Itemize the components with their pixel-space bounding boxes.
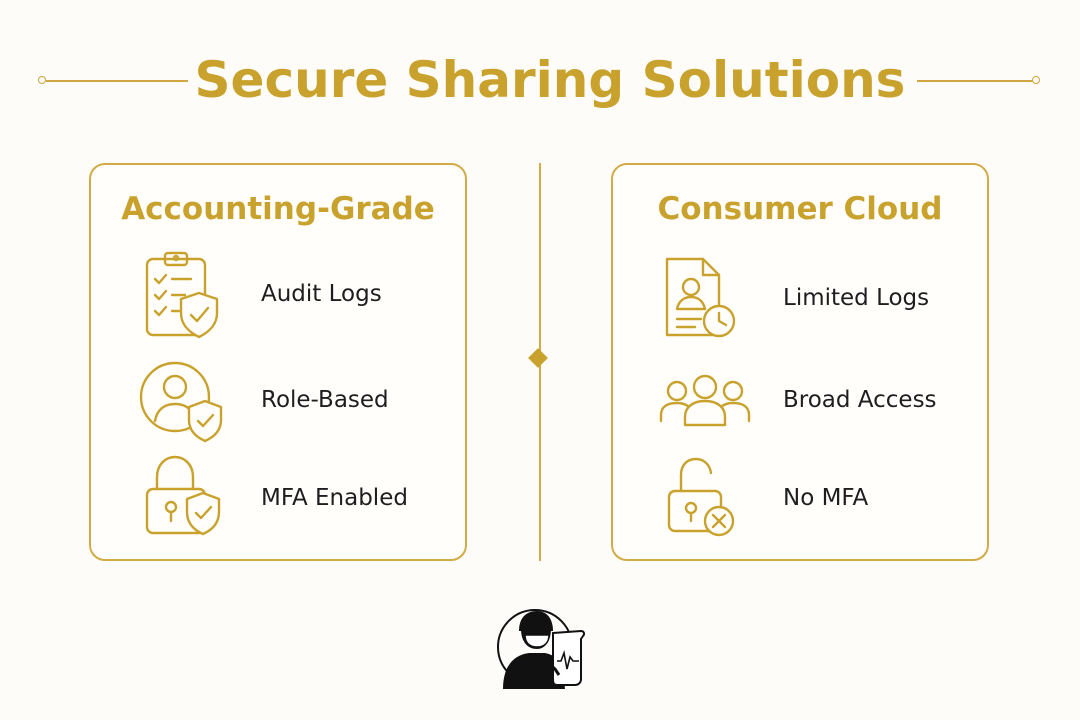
title-rule-left — [46, 80, 188, 82]
feature-label: Audit Logs — [261, 281, 382, 307]
panel-consumer-cloud: Consumer Cloud Limited Logs — [611, 163, 989, 561]
feature-label: Role-Based — [261, 387, 389, 413]
unlocked-x-icon — [657, 453, 753, 549]
group-icon — [657, 355, 753, 451]
user-shield-icon — [135, 355, 231, 451]
feature-item: Limited Logs — [657, 253, 977, 349]
clipboard-shield-icon — [135, 249, 231, 345]
title-row: Secure Sharing Solutions — [0, 42, 1080, 118]
feature-item: Audit Logs — [135, 249, 455, 345]
feature-label: No MFA — [783, 485, 869, 511]
panel-accounting-grade: Accounting-Grade Audit Logs — [89, 163, 467, 561]
title-rule-dot-left — [38, 76, 46, 84]
brand-logo — [495, 603, 587, 691]
title-rule-dot-right — [1032, 76, 1040, 84]
page-title: Secure Sharing Solutions — [194, 51, 906, 109]
title-rule-right — [917, 80, 1035, 82]
document-clock-icon — [657, 253, 753, 349]
feature-label: MFA Enabled — [261, 485, 408, 511]
panel-heading: Consumer Cloud — [657, 191, 943, 227]
divider-diamond — [528, 348, 548, 368]
lock-shield-icon — [135, 453, 231, 549]
panel-heading: Accounting-Grade — [121, 191, 435, 227]
feature-label: Limited Logs — [783, 285, 930, 311]
feature-item: MFA Enabled — [135, 453, 455, 549]
feature-item: No MFA — [657, 453, 977, 549]
feature-item: Role-Based — [135, 355, 455, 451]
feature-label: Broad Access — [783, 387, 937, 413]
feature-item: Broad Access — [657, 355, 977, 451]
